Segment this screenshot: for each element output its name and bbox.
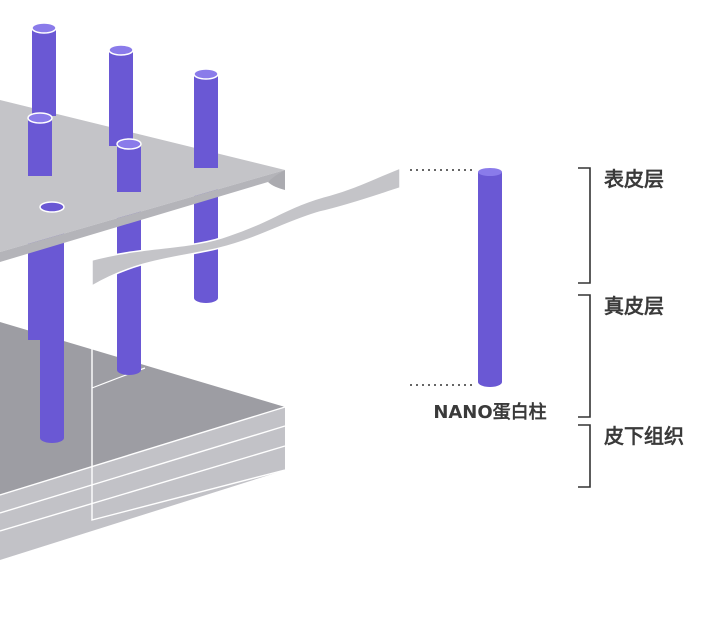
- layer-label-epidermis: 表皮层: [604, 167, 664, 191]
- top-plate: [0, 100, 401, 288]
- layer-label-dermis: 真皮层: [604, 294, 664, 318]
- bottom-slab: [0, 282, 286, 560]
- layer-brackets: [578, 167, 591, 488]
- dermis-bracket: [578, 294, 591, 418]
- pillar-label: NANO蛋白柱: [433, 401, 546, 423]
- subcutaneous-bracket: [578, 424, 591, 488]
- pillar-upper-parts: [27, 22, 219, 192]
- epidermis-bracket: [578, 167, 591, 284]
- layer-label-subcutaneous: 皮下组织: [604, 424, 684, 448]
- reference-pillar: NANO蛋白柱: [410, 168, 547, 423]
